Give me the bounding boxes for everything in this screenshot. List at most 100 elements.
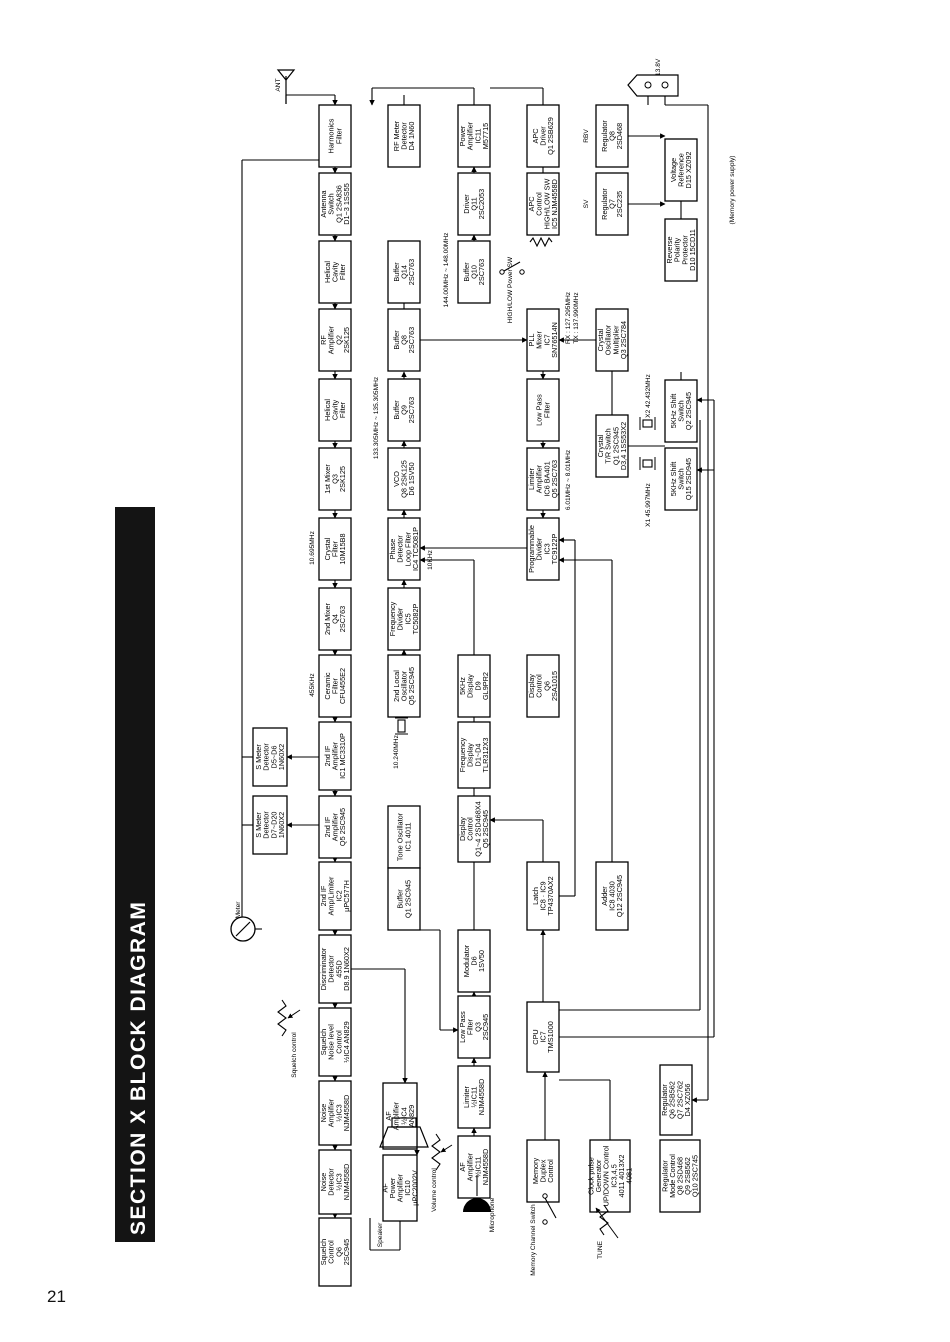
- block-label-line: Q8: [400, 335, 409, 345]
- block-label-line: Filter: [338, 263, 347, 280]
- block-label-line: IC5: [403, 613, 412, 624]
- block-label-line: Q1 2SA836: [334, 185, 343, 223]
- block-label-line: ½IC3: [334, 1173, 343, 1190]
- block-low-pass-filter-pll: Low PassFilter: [526, 378, 560, 442]
- block-label-line: Crystal: [596, 434, 605, 457]
- block-label-line: Generator: [594, 1159, 603, 1192]
- block-label-line: IC5 NJM4558D: [550, 179, 559, 229]
- label-rbv: RBV: [583, 129, 590, 143]
- block-label-line: HIGH/LOW SW: [542, 179, 551, 230]
- block-s-meter-det-2: S MeterDetectorD7~D201N60X2: [252, 795, 288, 855]
- block-label-line: APC: [527, 196, 536, 211]
- crystal-icon: [395, 717, 408, 735]
- block-label: LimiterAmplifierIC6 BA401Q5 2SC763: [527, 460, 559, 498]
- label-speaker: Speaker: [377, 1222, 384, 1247]
- block-label-line: Q10: [470, 265, 479, 279]
- block-label-line: ½IC3: [334, 1104, 343, 1121]
- block-label-line: TMS1000: [546, 1021, 555, 1053]
- block-cpu: CPUIC7TMS1000: [526, 1001, 560, 1073]
- block-label-line: Q6 2SB562: [668, 1081, 677, 1119]
- block-label-line: Filter: [331, 540, 340, 557]
- block-buffer-q10: BufferQ102SC763: [457, 240, 491, 304]
- block-programmable-divider: ProgrammableDividerIC3TC9122P: [526, 517, 560, 581]
- block-label: RegulatorQ82SD468: [600, 120, 624, 152]
- block-label-line: Squelch: [319, 1239, 328, 1265]
- block-adder: AdderIC8 4030Q12 2SC945: [595, 861, 629, 931]
- block-label-line: 2SC763: [407, 327, 416, 353]
- label-tune: TUNE: [597, 1240, 604, 1259]
- block-label-line: D4 1N60: [407, 122, 416, 151]
- block-label: DisplayControlQ1~4 2SD468X4Q5 2SC945: [458, 801, 490, 856]
- block-label: BufferQ142SC763: [392, 259, 416, 285]
- block-label: PLLMixerIC7SN76514N: [527, 322, 559, 358]
- block-label: ModulatorD61SV50: [462, 944, 486, 977]
- block-label-line: Q5 2SC763: [550, 460, 559, 498]
- block-label-line: 2SC2053: [477, 189, 486, 219]
- block-label-line: Tone Oscillator: [396, 812, 405, 861]
- block-label-line: Power: [458, 125, 467, 146]
- block-label: BufferQ1 2SC945: [396, 880, 413, 918]
- block-label: SquelchNoise levelControl½IC4 AN829: [319, 1021, 351, 1062]
- block-power-amplifier: PowerAmplifierIC11M57715: [457, 104, 491, 168]
- block-rf-amplifier: RFAmplifierQ22SK125: [318, 308, 352, 372]
- label-f-vco: 133.305MHz ~ 135.305MHz: [373, 377, 380, 459]
- block-label-line: TP4370AX2: [546, 876, 555, 915]
- block-label-line: 2SC235: [615, 191, 624, 217]
- label-sv: SV: [583, 199, 590, 208]
- block-noise-amplifier: NoiseAmplifier½IC3NJM4558D: [318, 1080, 352, 1146]
- block-label: RegulatorQ6 2SB562Q7 2SC762D4 XZ056: [660, 1081, 692, 1119]
- block-label-line: Reference: [677, 153, 686, 187]
- label-x1: X1 45.997MHz: [645, 483, 652, 527]
- block-buffer-q14: BufferQ142SC763: [387, 240, 421, 304]
- block-limiter: Limiter½IC11NJM4558D: [457, 1065, 491, 1129]
- block-label: PowerAmplifierIC11M57715: [458, 121, 490, 150]
- block-shift-switch-q2: 5KHz ShiftSwitchQ2 2SC945: [664, 379, 698, 443]
- block-label: Clock pulseGeneratorUP/DOWN ControlIC3,4…: [587, 1145, 634, 1206]
- block-label-line: Q7 2SC762: [675, 1081, 684, 1119]
- block-label-line: Programmable: [527, 525, 536, 573]
- label-f-if2: 455KHz: [309, 673, 316, 696]
- block-label-line: Modulator: [462, 944, 471, 977]
- block-label-line: IC3,4,5: [609, 1164, 618, 1188]
- block-label-line: D8.9 1N60X2: [342, 947, 351, 991]
- block-label: 5KHz ShiftSwitchQ15 2SD945: [669, 458, 693, 500]
- volume-pot-icon: [431, 1133, 453, 1171]
- block-label: APCDriverQ1 2SB629: [531, 117, 555, 155]
- block-label-line: Crystal: [596, 328, 605, 351]
- squelch-pot-icon: [277, 999, 301, 1037]
- block-label: APCControlHIGH/LOW SWIC5 NJM4558D: [527, 179, 559, 230]
- block-regulator-mode: RegulatorMode ControlQ8 2SD468Q9 2SB562Q…: [659, 1139, 701, 1213]
- block-label-line: Latch: [531, 887, 540, 905]
- block-label-line: µPC2002V: [411, 1170, 420, 1206]
- block-label-line: Amplifier: [392, 1101, 401, 1130]
- block-label-line: D1~3 1SS55: [342, 183, 351, 225]
- block-label-line: Mode Control: [668, 1154, 677, 1198]
- block-label-line: T/R Switch: [604, 428, 613, 463]
- block-label-line: D10 15CD11: [688, 229, 697, 271]
- block-label-line: ½IC4: [399, 1107, 408, 1124]
- block-second-if-amp-2: 2nd IFAmplifierQ5 2SC945: [318, 795, 352, 859]
- block-label-line: Q4: [331, 614, 340, 624]
- block-label-line: GL9PR2: [481, 672, 490, 700]
- block-label-line: Q15 2SD945: [684, 458, 693, 500]
- block-label-line: CFU455E2: [338, 668, 347, 704]
- block-apc-driver: APCDriverQ1 2SB629: [526, 104, 560, 168]
- block-label-line: Detector: [327, 1168, 336, 1196]
- block-label: NoiseAmplifier½IC3NJM4558D: [319, 1095, 351, 1132]
- block-voltage-reference: VoltageReferenceD15 XZ092: [664, 138, 698, 202]
- block-label: ReversePolarityProtectorD10 15CD11: [665, 229, 697, 271]
- block-label-line: IC4 TC5081P: [411, 527, 420, 571]
- block-label-line: 1N60X2: [277, 812, 286, 838]
- block-label: LatchIC8 · IC9TP4370AX2: [531, 876, 555, 915]
- block-label: 2nd IFAmplifierQ5 2SC945: [323, 808, 347, 846]
- symbol-group: [230, 69, 679, 1239]
- block-label-line: Noise: [319, 1104, 328, 1123]
- label-ant: ANT: [275, 78, 282, 91]
- block-label-line: Buffer: [392, 400, 401, 420]
- block-label-line: 2nd IF: [319, 885, 328, 906]
- block-label: Low PassFilter: [535, 394, 552, 426]
- block-label-line: Discriminator: [319, 947, 328, 990]
- block-regulator-q6: RegulatorQ6 2SB562Q7 2SC762D4 XZ056: [659, 1064, 693, 1136]
- block-label-line: Detector: [262, 743, 271, 771]
- block-label-line: 1st Mixer: [323, 464, 332, 494]
